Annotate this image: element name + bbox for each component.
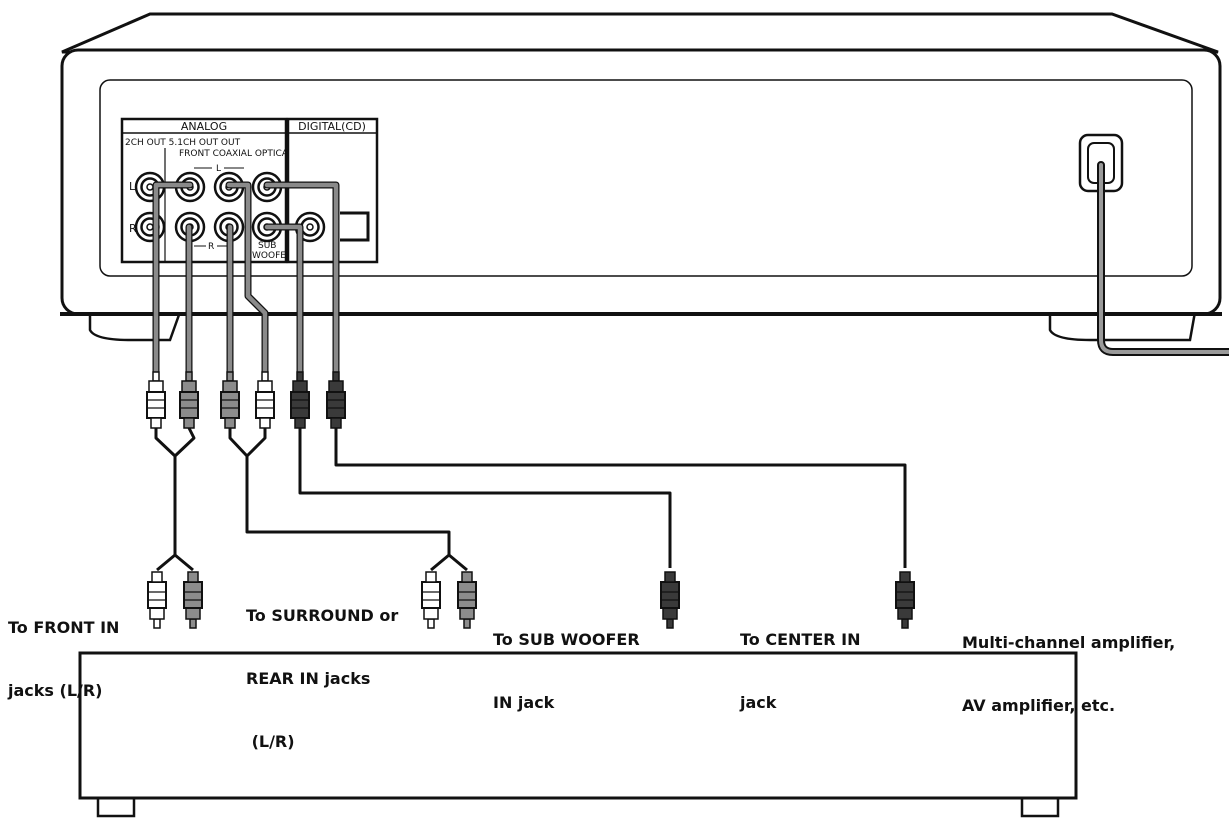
plug-center bbox=[326, 371, 346, 429]
label-sub-woofer-in: To SUB WOOFER IN jack bbox=[493, 587, 640, 734]
power-cord bbox=[1078, 133, 1229, 356]
sub-label-2: WOOFER bbox=[252, 251, 292, 261]
label-surround-in: To SURROUND or REAR IN jacks (L/R) bbox=[246, 563, 398, 773]
label-front-in-line1: To FRONT IN bbox=[8, 618, 120, 637]
optical-port-icon bbox=[340, 211, 370, 242]
plug-front-r bbox=[179, 371, 199, 429]
label-front-in-line2: jacks (L/R) bbox=[8, 681, 103, 700]
label-surround-line2: REAR IN jacks bbox=[246, 669, 371, 688]
bracket-r: R bbox=[208, 242, 214, 252]
analog-sub2: FRONT COAXIAL OPTICAL SURR CENTER bbox=[179, 149, 360, 159]
jack-2ch-r bbox=[134, 211, 166, 243]
device-foot-left bbox=[88, 310, 182, 342]
analog-header: ANALOG bbox=[181, 120, 227, 133]
label-surround-line3: (L/R) bbox=[246, 732, 295, 751]
amplifier-unit bbox=[78, 651, 1078, 818]
plug-surr-r bbox=[220, 371, 240, 429]
label-sub-woofer-line2: IN jack bbox=[493, 693, 555, 712]
plug-surround-in-r bbox=[457, 571, 477, 629]
plug-surr-l bbox=[255, 371, 275, 429]
label-center-line2: jack bbox=[740, 693, 777, 712]
plug-sub-woofer-in bbox=[660, 571, 680, 629]
digital-header: DIGITAL(CD) bbox=[298, 120, 366, 133]
label-center-in: To CENTER IN jack bbox=[740, 587, 861, 734]
row-label-l: L bbox=[129, 180, 136, 193]
label-surround-line1: To SURROUND or bbox=[246, 606, 399, 625]
label-sub-woofer-line1: To SUB WOOFER bbox=[493, 630, 640, 649]
upper-plugs bbox=[146, 371, 346, 429]
plug-surround-in-l bbox=[421, 571, 441, 629]
plug-center-in bbox=[895, 571, 915, 629]
row-label-r: R bbox=[129, 222, 137, 235]
analog-section: ANALOG 2CH OUT 5.1CH OUT OUT FRONT COAXI… bbox=[120, 117, 360, 264]
plug-front-in-l bbox=[147, 571, 167, 629]
amp-body bbox=[78, 651, 1078, 800]
label-amplifier: Multi-channel amplifier, AV amplifier, e… bbox=[962, 590, 1175, 737]
analog-sub1: 2CH OUT 5.1CH OUT OUT bbox=[125, 138, 241, 148]
sub-label-1: SUB bbox=[258, 241, 276, 251]
plug-front-in-r bbox=[183, 571, 203, 629]
upper-cables bbox=[152, 181, 340, 377]
label-front-in: To FRONT IN jacks (L/R) bbox=[8, 575, 119, 722]
device-foot-right bbox=[1048, 310, 1197, 342]
bracket-l: L bbox=[216, 164, 221, 174]
label-center-line1: To CENTER IN bbox=[740, 630, 861, 649]
label-amp-line2: AV amplifier, etc. bbox=[962, 696, 1116, 715]
device-top bbox=[61, 12, 1219, 54]
plug-front-l bbox=[146, 371, 166, 429]
lower-cables bbox=[154, 427, 907, 572]
label-amp-line1: Multi-channel amplifier, bbox=[962, 633, 1176, 652]
plug-sub-woofer bbox=[290, 371, 310, 429]
